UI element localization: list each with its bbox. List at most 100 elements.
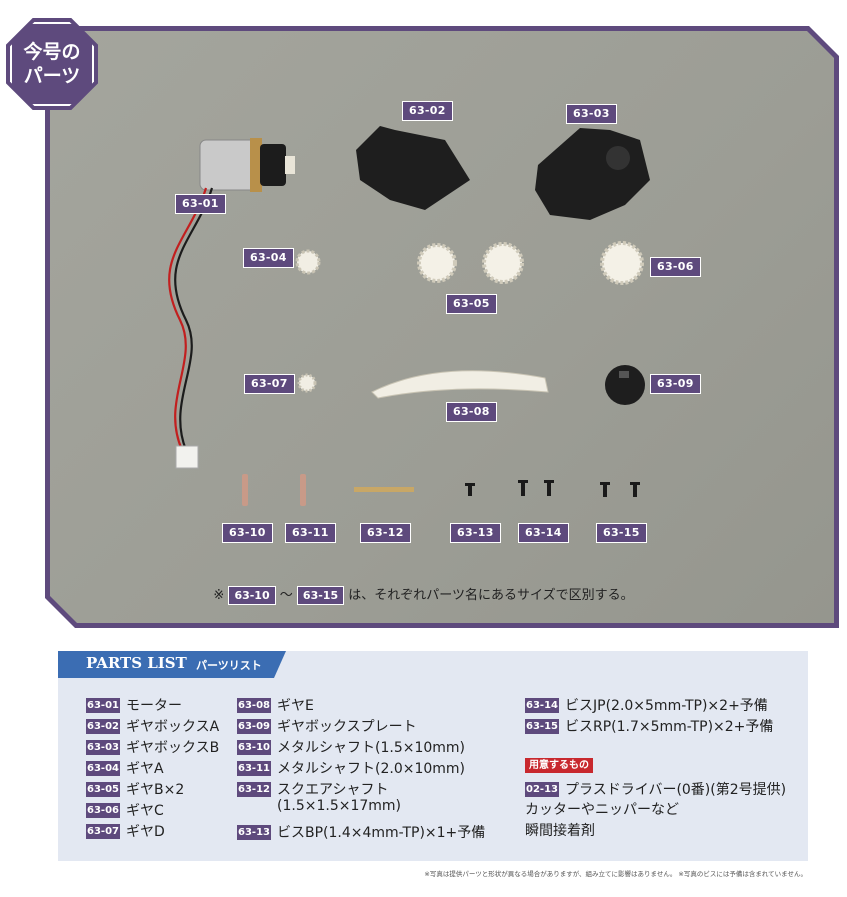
list-item: 63-03 ギヤボックスB [86,737,219,757]
parts-list-title-en: PARTS LIST [86,654,187,672]
square-shaft-part [354,487,414,492]
parts-illustration [168,126,650,506]
list-item: 63-02 ギヤボックスA [86,716,219,736]
list-item: 63-06 ギヤC [86,800,164,820]
list-code: 63-15 [525,718,559,734]
list-name: ギヤB×2 [126,782,185,798]
list-name: ビスRP(1.7×5mm-TP)×2+予備 [565,719,774,735]
list-name-continued: (1.5×1.5×17mm) [277,798,402,814]
gear-a-part [295,249,321,275]
screw-jp-part [521,481,525,496]
list-name: メタルシャフト(1.5×10mm) [277,740,466,756]
prepare-item-3: 瞬間接着剤 [525,823,595,839]
list-item: 63-10 メタルシャフト(1.5×10mm) [237,737,465,757]
gearbox-b-part [535,128,650,220]
list-code: 63-11 [237,760,271,776]
list-name: ビスBP(1.4×4mm-TP)×1+予備 [277,825,486,841]
list-code: 63-01 [86,697,120,713]
list-name: ギヤボックスA [126,719,220,735]
note-text: は、それぞれパーツ名にあるサイズで区別する。 [348,588,634,603]
list-code: 63-02 [86,718,120,734]
gear-c-part [600,241,644,285]
list-item: 63-04 ギヤA [86,758,164,778]
list-item: 63-01 モーター [86,695,182,715]
part-tag-63-01: 63-01 [175,194,226,214]
part-tag-63-05: 63-05 [446,294,497,314]
list-code: 63-14 [525,697,559,713]
part-tag-63-03: 63-03 [566,104,617,124]
note-tilde: ～ [279,588,293,603]
list-name: ギヤE [277,698,314,714]
list-code: 63-05 [86,781,120,797]
list-code: 02-13 [525,781,559,797]
list-code: 63-08 [237,697,271,713]
gear-d-part [297,373,317,393]
part-tag-63-08: 63-08 [446,402,497,422]
list-code: 63-10 [237,739,271,755]
screw-rp-part [603,483,607,497]
part-tag-63-07: 63-07 [244,374,295,394]
note-tag-to: 63-15 [296,586,345,605]
badge-line2: パーツ [23,65,81,87]
part-tag-63-04: 63-04 [243,248,294,268]
list-code: 63-03 [86,739,120,755]
gearbox-a-part [356,126,470,210]
list-name: ギヤボックスB [126,740,220,756]
part-tag-63-13: 63-13 [450,523,501,543]
note-prefix: ※ [213,588,225,603]
list-code: 63-09 [237,718,271,734]
parts-photo [50,31,834,623]
list-name: メタルシャフト(2.0×10mm) [277,761,466,777]
prepare-item-2: カッターやニッパーなど [525,802,679,818]
metal-shaft-1-5-part [242,474,248,506]
list-code: 63-04 [86,760,120,776]
list-item: 63-07 ギヤD [86,821,165,841]
list-name: ギヤA [126,761,164,777]
screw-bp-part [468,484,472,496]
list-item: 63-09 ギヤボックスプレート [237,716,417,736]
gear-e-part [371,370,549,399]
metal-shaft-2-0-part [300,474,306,506]
list-name: モーター [126,698,182,714]
list-name: ギヤD [126,824,165,840]
prepare-badge: 用意するもの [525,758,593,773]
list-item: 63-13 ビスBP(1.4×4mm-TP)×1+予備 [237,822,485,842]
list-code: 63-07 [86,823,120,839]
list-name: スクエアシャフト [277,782,389,798]
gear-b-part [482,242,524,284]
list-code: 63-13 [237,824,271,840]
list-item: 63-15 ビスRP(1.7×5mm-TP)×2+予備 [525,716,773,736]
list-name: プラスドライバー(0番)(第2号提供) [565,782,787,798]
size-note: ※ 63-10 ～ 63-15 は、それぞれパーツ名にあるサイズで区別する。 [0,584,847,605]
this-issue-parts-badge: 今号の パーツ [6,18,98,110]
list-name: ギヤボックスプレート [277,719,417,735]
parts-list-title-jp: パーツリスト [196,659,262,672]
prepare-label: 用意するもの [525,758,599,773]
list-item: 63-05 ギヤB×2 [86,779,184,799]
parts-list-header: PARTS LIST パーツリスト [58,651,286,678]
part-tag-63-12: 63-12 [360,523,411,543]
badge-line1: 今号の [23,41,81,63]
parts-list-panel [58,651,808,861]
list-item: 63-11 メタルシャフト(2.0×10mm) [237,758,465,778]
gear-b-part [417,243,457,283]
list-name: ビスJP(2.0×5mm-TP)×2+予備 [565,698,768,714]
footer-disclaimer: ※写真は提供パーツと形状が異なる場合がありますが、組み立てに影響はありません。 … [424,870,807,878]
motor-part [168,138,295,469]
list-name: ギヤC [126,803,164,819]
part-tag-63-06: 63-06 [650,257,701,277]
list-item: 63-12 スクエアシャフト [237,779,388,799]
list-code: 63-06 [86,802,120,818]
part-tag-63-09: 63-09 [650,374,701,394]
gearbox-plate-part [605,365,645,405]
list-item: 63-08 ギヤE [237,695,314,715]
part-tag-63-10: 63-10 [222,523,273,543]
part-tag-63-14: 63-14 [518,523,569,543]
part-tag-63-02: 63-02 [402,101,453,121]
note-tag-from: 63-10 [228,586,276,605]
part-tag-63-11: 63-11 [285,523,336,543]
part-tag-63-15: 63-15 [596,523,647,543]
list-item: 02-13 プラスドライバー(0番)(第2号提供) [525,779,786,799]
list-code: 63-12 [237,781,271,797]
list-item: 63-14 ビスJP(2.0×5mm-TP)×2+予備 [525,695,768,715]
